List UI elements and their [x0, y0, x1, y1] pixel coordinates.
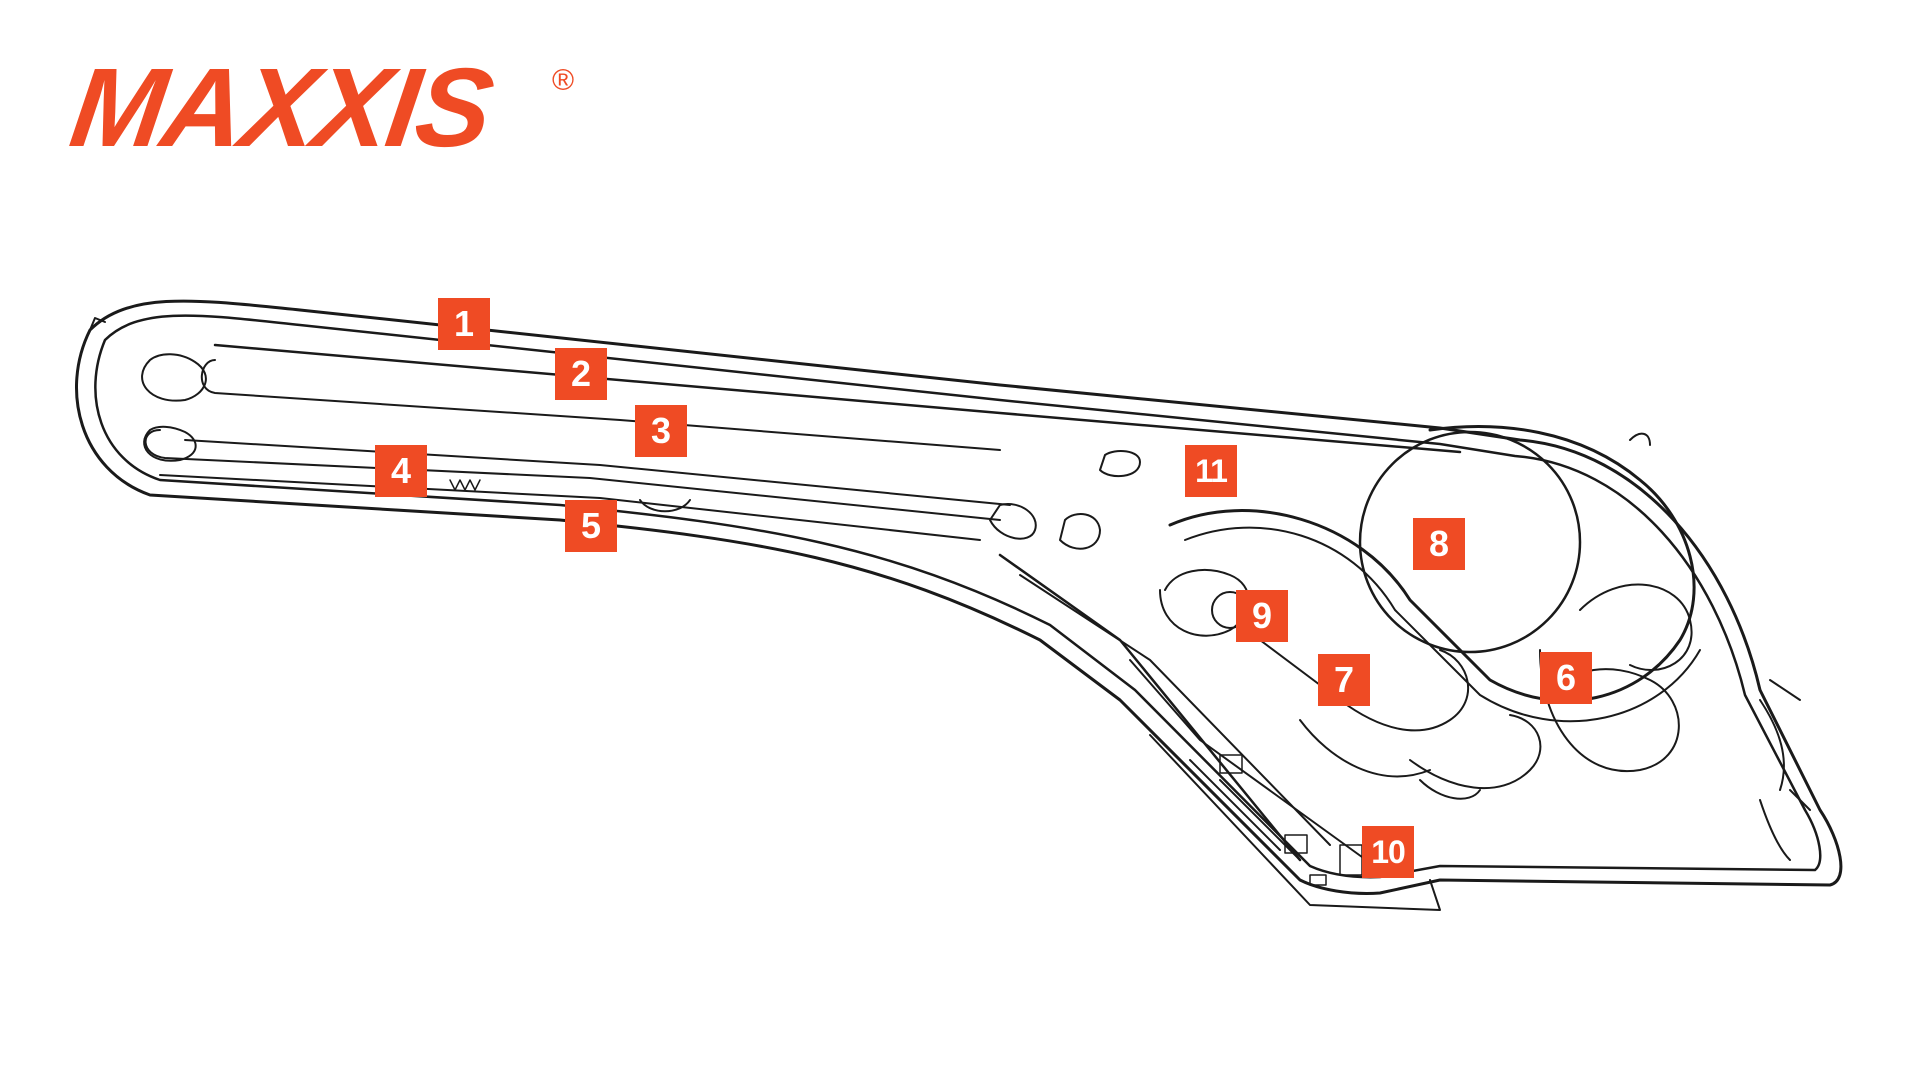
- infield-loops: [989, 449, 1141, 550]
- pit-box-2: [1284, 834, 1308, 854]
- straight-low: [159, 474, 981, 541]
- turn-marker-9: 9: [1236, 590, 1288, 642]
- pit-area: [1149, 734, 1441, 911]
- turn-marker-4: 4: [375, 445, 427, 497]
- detail-near-5: [639, 499, 691, 513]
- straight-top-2: [200, 359, 1001, 451]
- straight-top: [213, 343, 1462, 454]
- straight-mid-2: [184, 439, 1011, 506]
- turn-label: 11: [1195, 453, 1228, 489]
- turn-marker-11: 11: [1185, 445, 1237, 497]
- maxxis-logo: MAXXIS ®: [64, 45, 584, 170]
- swirl-lower: [1409, 714, 1542, 800]
- outer-boundary: [75, 299, 1843, 895]
- diagonal-2: [1019, 574, 1331, 846]
- turn-marker-6: 6: [1540, 652, 1592, 704]
- turn-marker-10: 10: [1362, 826, 1414, 878]
- turn-marker-1: 1: [438, 298, 490, 350]
- turn-label: 4: [390, 450, 412, 491]
- turn-marker-2: 2: [555, 348, 607, 400]
- track-outline: [75, 299, 1843, 911]
- turn-label: 9: [1251, 595, 1273, 636]
- top-shoulder: [89, 317, 1651, 446]
- turn-label: 5: [580, 505, 602, 546]
- pit-box-4: [1309, 874, 1327, 886]
- outer-boundary-inner: [94, 314, 1822, 879]
- hairpin-lower: [143, 425, 197, 462]
- turn-label: 10: [1371, 834, 1406, 870]
- registered-mark: ®: [552, 64, 575, 97]
- straight-mid: [144, 429, 1001, 521]
- swirl-7: [1259, 639, 1469, 778]
- turn-marker-3: 3: [635, 405, 687, 457]
- turn-label: 8: [1428, 523, 1450, 564]
- detail-near-4: [449, 479, 481, 491]
- diagonal-3: [1129, 659, 1381, 871]
- turn-label: 1: [453, 303, 475, 344]
- turn-label: 3: [650, 410, 672, 451]
- turn-label: 7: [1333, 659, 1355, 700]
- large-circle: [1358, 430, 1582, 654]
- swirl-6: [1539, 649, 1680, 773]
- right-loop-inner: [1184, 526, 1701, 723]
- turn-label: 2: [570, 353, 592, 394]
- hairpin-upper: [141, 353, 207, 402]
- right-edge-fins: [1759, 679, 1811, 861]
- pit-box-1: [1219, 754, 1243, 774]
- right-loop: [1168, 425, 1696, 703]
- turn-label: 6: [1555, 657, 1577, 698]
- swirl-6b: [1579, 583, 1693, 671]
- turn-marker-7: 7: [1318, 654, 1370, 706]
- turn-marker-5: 5: [565, 500, 617, 552]
- turn-marker-8: 8: [1413, 518, 1465, 570]
